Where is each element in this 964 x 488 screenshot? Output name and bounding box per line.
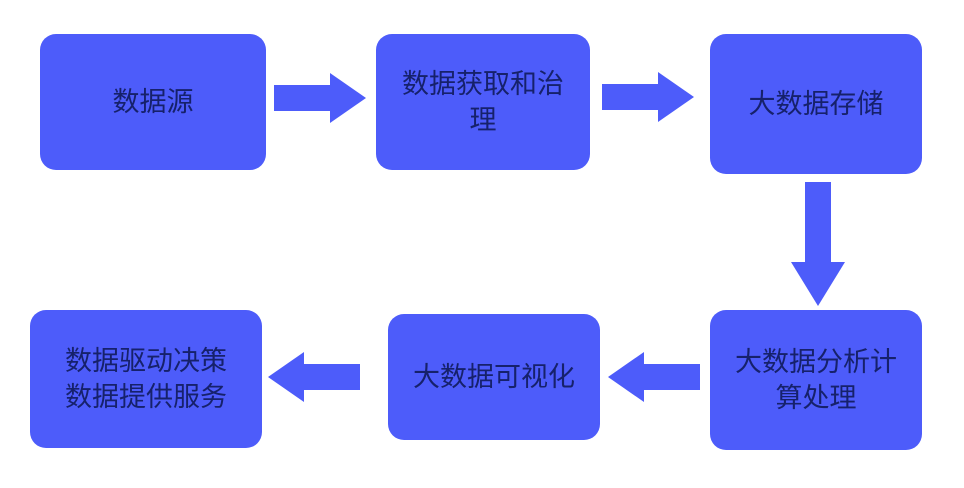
node-label: 大数据分析计 <box>735 346 897 377</box>
arrow-shaft <box>304 364 360 390</box>
arrow-analysis-to-visualization <box>608 352 700 402</box>
arrow-head-icon <box>791 262 845 306</box>
node-label: 算处理 <box>775 383 857 413</box>
node-data-acquisition-governance: 数据获取和治 理 <box>376 34 590 170</box>
arrow-head-icon <box>268 352 304 402</box>
arrow-shaft <box>805 182 831 262</box>
node-label: 理 <box>469 105 497 135</box>
arrow-visualization-to-decision <box>268 352 360 402</box>
node-label: 大数据存储 <box>748 88 884 119</box>
node-label: 数据获取和治 <box>402 68 564 99</box>
arrow-acquisition-to-storage <box>602 72 694 122</box>
arrow-head-icon <box>330 73 366 123</box>
node-label: 大数据可视化 <box>413 361 575 392</box>
node-big-data-analysis-processing: 大数据分析计 算处理 <box>710 310 922 450</box>
arrow-head-icon <box>608 352 644 402</box>
node-big-data-visualization: 大数据可视化 <box>388 314 600 440</box>
arrow-storage-to-analysis <box>791 182 845 306</box>
node-label: 数据驱动决策 <box>65 345 227 376</box>
node-label: 数据源 <box>112 86 194 117</box>
node-data-driven-decision-service: 数据驱动决策 数据提供服务 <box>30 310 262 448</box>
node-data-source: 数据源 <box>40 34 266 170</box>
arrow-head-icon <box>658 72 694 122</box>
arrow-shaft <box>644 364 700 390</box>
arrow-shaft <box>274 85 330 111</box>
arrow-shaft <box>602 84 658 110</box>
node-label: 数据提供服务 <box>65 382 227 412</box>
node-big-data-storage: 大数据存储 <box>710 34 922 174</box>
arrow-source-to-acquisition <box>274 73 366 123</box>
